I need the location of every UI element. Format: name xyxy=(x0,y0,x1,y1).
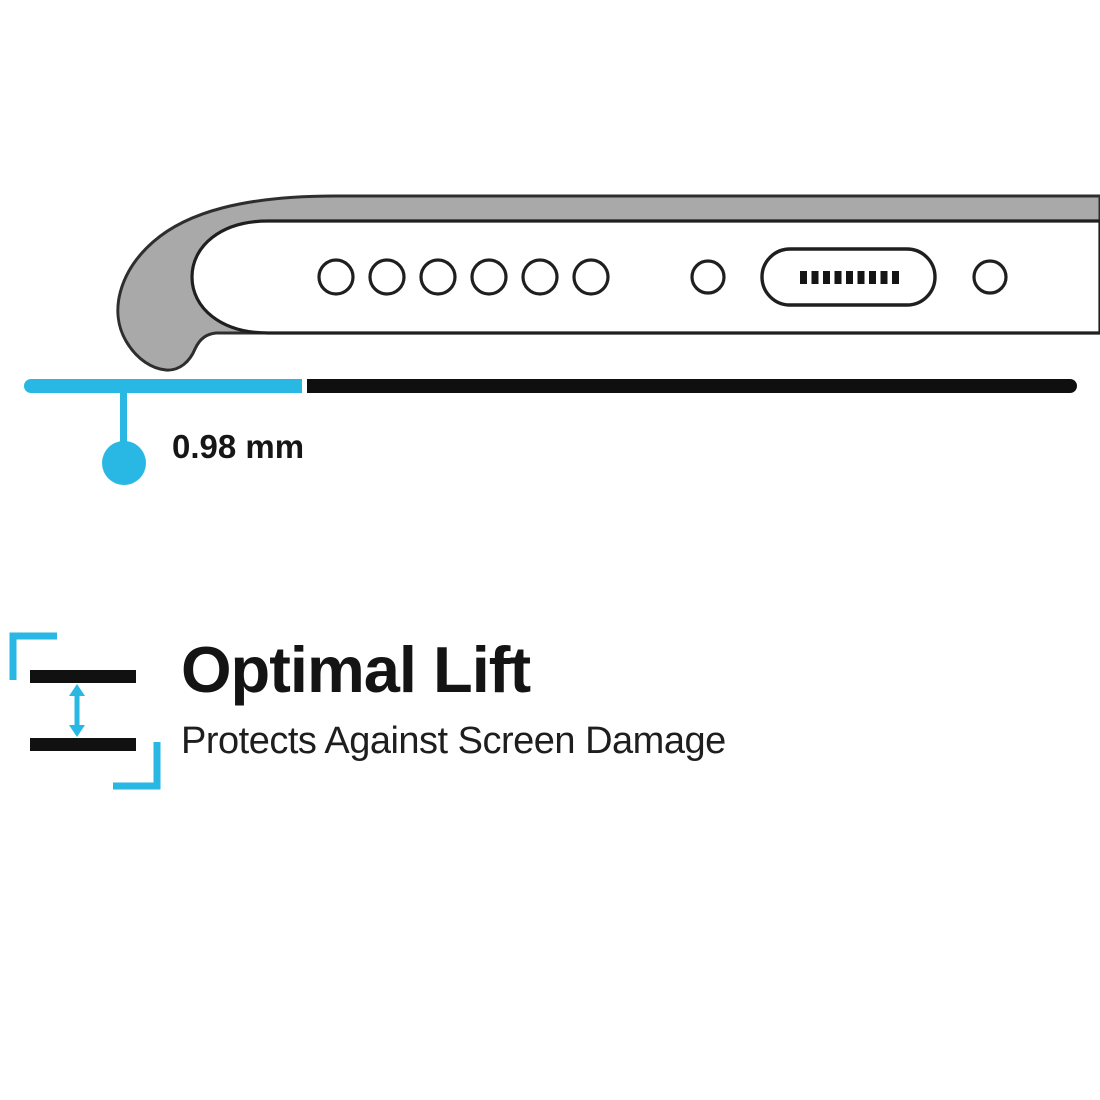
speaker-hole-icon xyxy=(470,258,508,296)
lift-baseline-dark-segment xyxy=(307,379,1077,393)
feature-subtitle: Protects Against Screen Damage xyxy=(181,719,726,762)
gap-arrow-down-head xyxy=(69,725,85,737)
corner-bracket-top-left-icon xyxy=(9,632,57,680)
speaker-hole-icon xyxy=(521,258,559,296)
lift-baseline-accent-segment xyxy=(24,379,302,393)
feature-text-block: Optimal Lift Protects Against Screen Dam… xyxy=(181,636,1061,763)
bottom-surface-bar xyxy=(30,738,136,751)
lift-gap-icon xyxy=(9,632,161,790)
measure-pointer-line xyxy=(120,392,127,447)
gap-arrow-up-head xyxy=(69,684,85,696)
speaker-hole-icon xyxy=(368,258,406,296)
top-surface-bar xyxy=(30,670,136,683)
lift-measurement-value: 0.98 mm xyxy=(172,428,305,465)
feature-title: Optimal Lift xyxy=(181,633,531,706)
measure-pointer-dot xyxy=(102,441,146,485)
corner-bracket-bottom-right-icon xyxy=(113,742,161,790)
mic-hole-icon xyxy=(690,259,726,295)
speaker-hole-icon xyxy=(572,258,610,296)
speaker-hole-icon xyxy=(317,258,355,296)
speaker-hole-icon xyxy=(419,258,457,296)
phone-in-case-icon xyxy=(116,194,1100,372)
charging-port-pins xyxy=(800,271,899,284)
screw-hole-icon xyxy=(972,259,1008,295)
